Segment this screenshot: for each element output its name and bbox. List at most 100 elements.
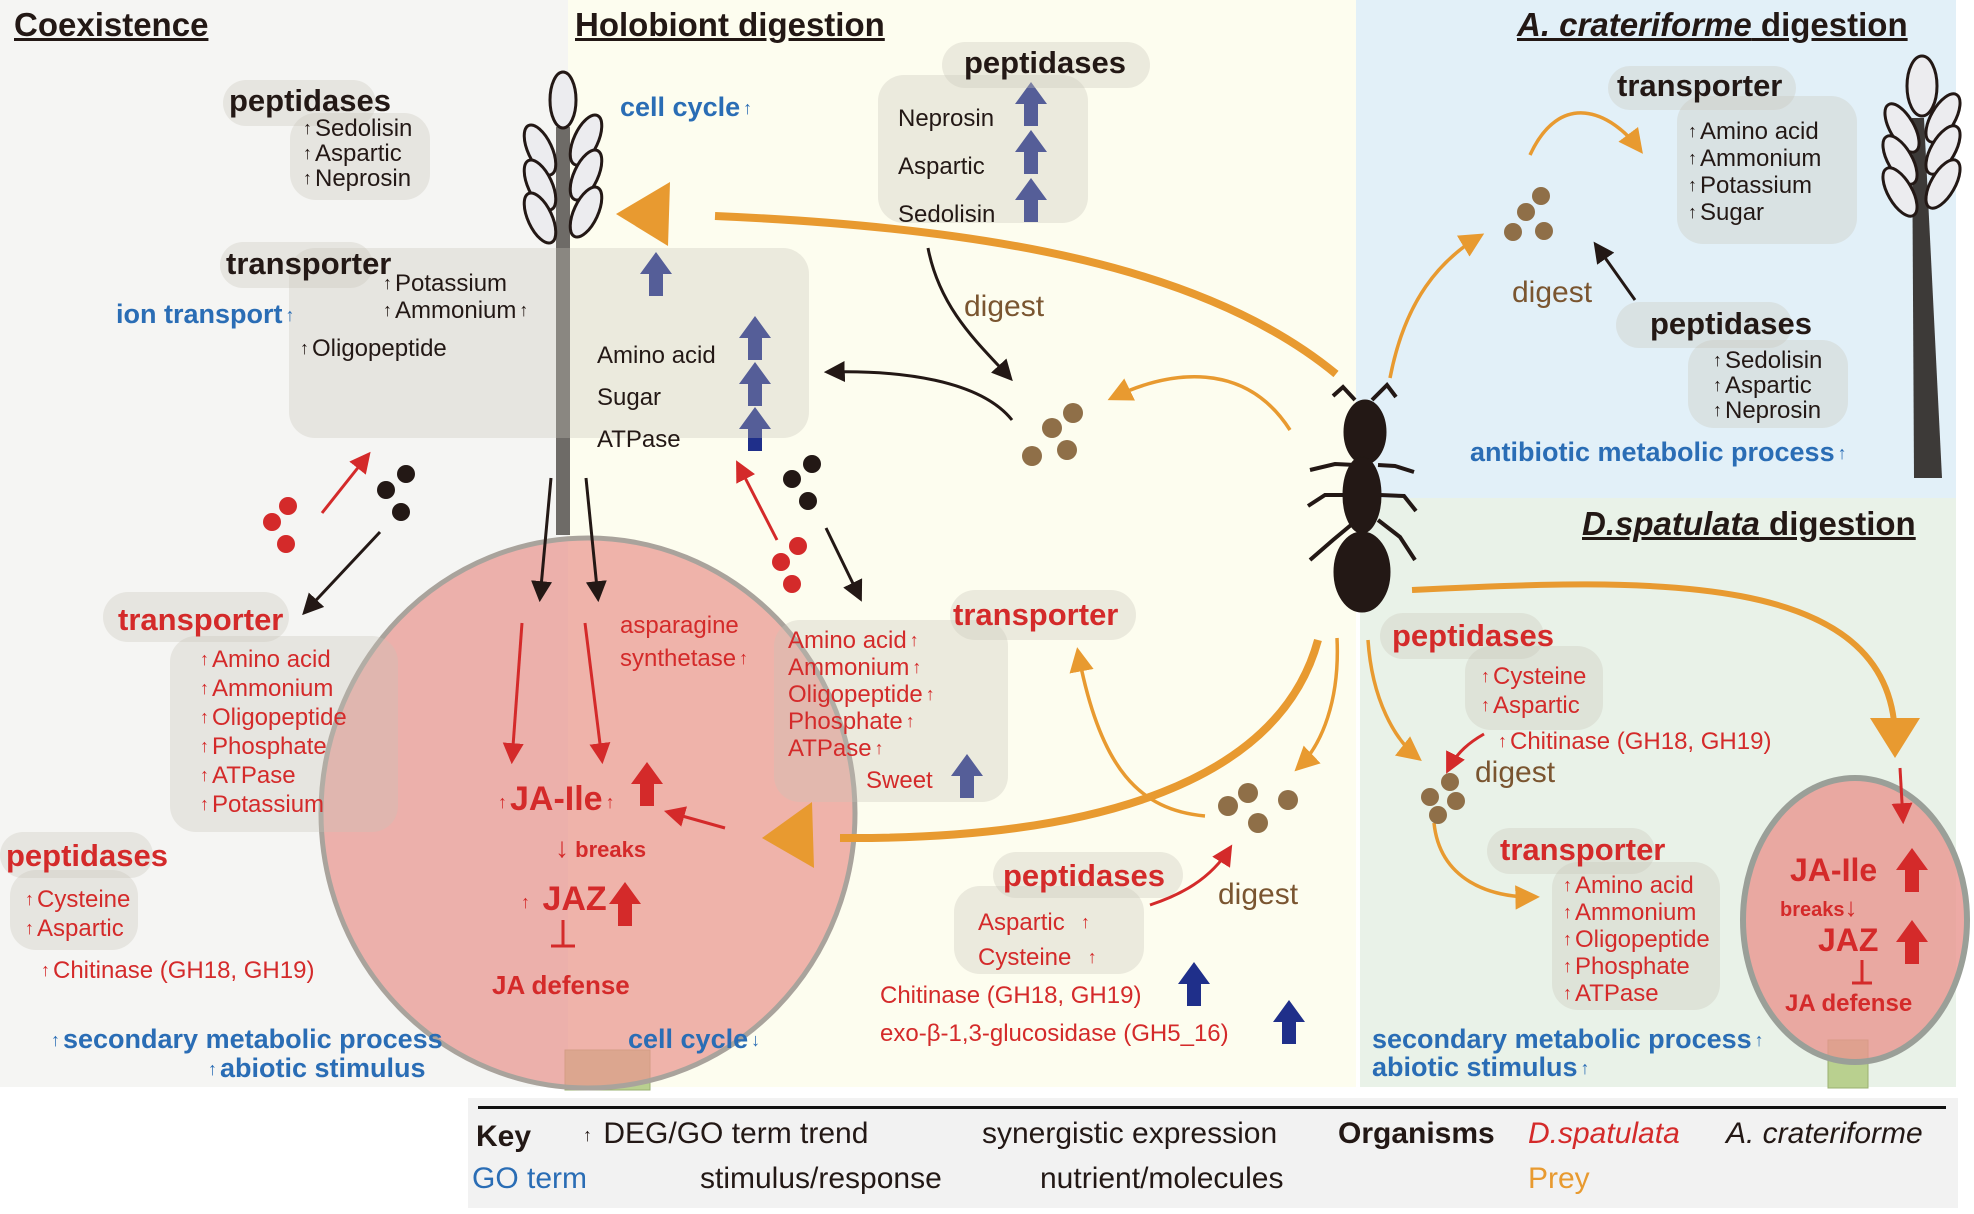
holo-peptidases-list: Neprosin Aspartic Sedolisin: [898, 95, 995, 239]
dsp-peptidases-header: peptidases: [1392, 618, 1554, 653]
list-item: Sedolisin: [898, 201, 996, 228]
holo-ds-peptidases-header: peptidases: [1003, 858, 1165, 893]
up-arrow-icon: ↑: [1563, 956, 1572, 976]
holo-digest-label: digest: [964, 290, 1045, 323]
holo-digest2-label: digest: [1218, 878, 1299, 911]
go-label: secondary metabolic process: [1372, 1024, 1752, 1054]
up-arrow-icon: ↑: [303, 118, 312, 138]
holo-sweet: Sweet: [866, 767, 933, 794]
coex-peptidases-list-bubble: [290, 113, 430, 200]
coex-ds-peptidases-bubble: [0, 832, 153, 878]
legend-synergistic: synergistic expression: [982, 1117, 1278, 1150]
synthetase-label: synthetase: [620, 645, 737, 672]
list-item: ↑Sugar: [1685, 199, 1821, 226]
list-item: ↑Amino acid: [1685, 118, 1821, 145]
up-arrow-icon: ↑: [1563, 983, 1572, 1003]
coex-ds-peptidases-list-bubble: [10, 870, 138, 950]
list-item: ↑Ammonium: [1685, 145, 1821, 172]
item-label: Ammonium: [1575, 899, 1697, 926]
acrateriforme-title: A. crateriforme digestion: [1517, 6, 1908, 44]
coex-ds-transporter-list: ↑Amino acid ↑Ammonium ↑Oligopeptide ↑Pho…: [197, 645, 347, 819]
up-arrow-icon: ↑: [909, 630, 919, 650]
list-item: ↑Aspartic: [22, 914, 130, 943]
up-arrow-icon: ↑: [200, 707, 209, 727]
acr-transporter-bubble: [1608, 66, 1796, 110]
list-item: Cysteine ↑: [978, 940, 1100, 975]
item-label: Phosphate: [788, 708, 903, 735]
list-item: ↑Potassium: [1685, 172, 1821, 199]
list-item: ↑Phosphate: [197, 732, 347, 761]
legend-dspatulata: D.spatulata: [1528, 1117, 1680, 1150]
coexistence-title: Coexistence: [14, 6, 209, 43]
up-arrow-icon: ↑: [1713, 400, 1722, 420]
item-label: Ammonium: [788, 654, 910, 681]
up-arrow-icon: ↑: [1713, 375, 1722, 395]
up-arrow-icon: ↑: [285, 305, 295, 325]
asparagine-line: asparagine: [620, 612, 739, 639]
up-arrow-icon: ↑: [1563, 875, 1572, 895]
stimulus-arrows: [302, 241, 1637, 616]
up-arrow-icon: ↑: [925, 684, 935, 704]
go-term-antibiotic-metabolic: antibiotic metabolic process↑: [1470, 437, 1850, 468]
up-arrow-icon: ↑: [200, 736, 209, 756]
up-arrow-icon: ↑: [1688, 175, 1697, 195]
up-arrow-icon: ↑: [1481, 666, 1490, 686]
up-arrow-icon: ↑: [1713, 350, 1722, 370]
list-item: ↑Aspartic: [1478, 691, 1586, 720]
holo-ds-peptidases-bubble: [993, 852, 1183, 898]
up-arrow-icon: ↑: [743, 98, 753, 118]
prey-arrowheads: [616, 182, 1920, 868]
dspatulata-title: D.spatulata digestion: [1582, 505, 1916, 543]
list-item: Amino acid: [597, 342, 716, 369]
synthetase-line: synthetase↑: [620, 642, 751, 675]
go-label: cell cycle: [620, 92, 741, 122]
acr-transporter-list-bubble: [1677, 96, 1857, 244]
go-label: abiotic stimulus: [220, 1053, 426, 1083]
item-label: Sedolisin: [1725, 347, 1823, 374]
go-label: cell cycle: [628, 1024, 749, 1054]
acr-peptidases-list: ↑Sedolisin ↑Aspartic ↑Neprosin: [1710, 348, 1822, 423]
acr-peptidases-bubble: [1616, 302, 1792, 348]
up-arrow-icon: ↑: [1688, 121, 1697, 141]
acrateriforme-title-species: A. crateriforme: [1517, 6, 1752, 43]
holo-chitinase: Chitinase (GH18, GH19): [880, 982, 1142, 1009]
up-arrow-icon: ↑: [303, 168, 312, 188]
holo-ja-defense: JA defense: [492, 970, 630, 1000]
dsp-ja-defense: JA defense: [1785, 990, 1913, 1017]
up-arrow-icon: ↑: [605, 792, 615, 812]
item-label: Ammonium: [212, 675, 334, 702]
item-label: Phosphate: [1575, 953, 1690, 980]
legend-deg-label: DEG/GO term trend: [603, 1117, 869, 1150]
prey-ant-icon: [1306, 381, 1418, 613]
dsp-go-secondary-metabolic: secondary metabolic process↑: [1372, 1024, 1767, 1055]
dsp-transporter-list: ↑Amino acid ↑Ammonium ↑Oligopeptide ↑Pho…: [1560, 872, 1710, 1007]
up-arrow-icon: ↑: [1563, 929, 1572, 949]
item-label: Amino acid: [212, 646, 331, 673]
dsp-go-abiotic-stimulus: abiotic stimulus↑: [1372, 1052, 1593, 1083]
item-label: Oligopeptide: [312, 335, 447, 362]
list-item: ↑ATPase: [1560, 980, 1710, 1007]
acr-transporter-header: transporter: [1617, 68, 1783, 103]
dspatulata-arrows: [320, 451, 1913, 907]
dsp-breaks: breaks↓: [1780, 892, 1858, 923]
ja-ile-label: JA-Ile: [510, 780, 603, 818]
acrateriforme-title-rest: digestion: [1751, 6, 1908, 43]
item-label: Chitinase (GH18, GH19): [1510, 728, 1772, 755]
list-item: ↑Oligopeptide: [1560, 926, 1710, 953]
dsp-ja-ile: JA-Ile: [1790, 852, 1878, 888]
list-item: Phosphate↑: [788, 708, 938, 735]
dsp-chitinase: ↑Chitinase (GH18, GH19): [1495, 728, 1771, 755]
holobiont-title: Holobiont digestion: [575, 6, 885, 43]
up-arrow-icon: ↑: [1688, 202, 1697, 222]
up-arrow-icon: ↑: [1081, 912, 1091, 932]
down-arrow-icon: ↓: [1844, 892, 1858, 922]
dsp-transporter-bubble: [1487, 828, 1655, 874]
list-item: Neprosin: [898, 105, 995, 132]
dspatulata-trap-leaf: [1740, 775, 1970, 1089]
item-label: Ammonium: [395, 297, 517, 324]
legend-key: Key: [476, 1120, 532, 1153]
list-item: Aspartic: [898, 153, 985, 180]
list-item: ↑Ammonium↑: [380, 297, 531, 324]
asparagine-synthetase: asparagine synthetase↑: [620, 610, 751, 675]
item-label: Chitinase (GH18, GH19): [53, 957, 315, 984]
